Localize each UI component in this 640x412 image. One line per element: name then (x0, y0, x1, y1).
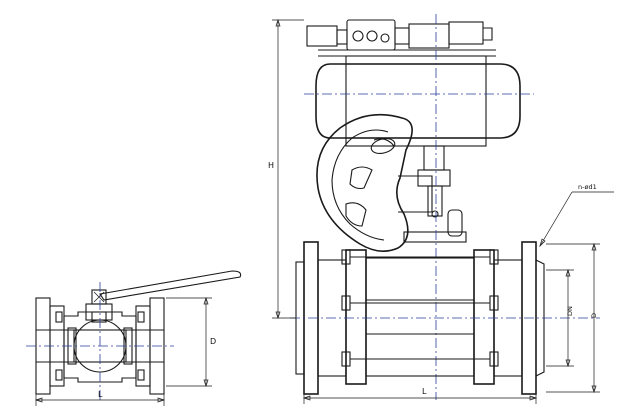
dimension-lower-l-label: L (422, 387, 427, 396)
manual-gear-handwheel (316, 113, 433, 252)
dimension-h-label: H (268, 161, 274, 170)
lever-handle (99, 270, 242, 301)
dimension-flange-d-label: D (590, 313, 598, 318)
dimension-l-label: L (98, 390, 103, 399)
pneumatic-valve-dimensions: H L DN D n-ød1 (268, 18, 614, 404)
bolt-holes-label: n-ød1 (578, 183, 597, 191)
small-valve-dimensions: D L (34, 296, 216, 406)
actuator-cylinder (304, 55, 534, 147)
mounting-bracket (403, 14, 467, 400)
manual-ball-valve-section (26, 270, 242, 400)
pneumatic-valve-assembly (290, 14, 600, 400)
valve-body (63, 311, 137, 383)
tie-bolts (341, 249, 499, 367)
solenoid-and-limit-switch (306, 19, 496, 57)
dimension-d-label: D (210, 337, 216, 346)
dimension-dn-label: DN (566, 306, 574, 316)
valve-body-assembly (290, 241, 600, 395)
